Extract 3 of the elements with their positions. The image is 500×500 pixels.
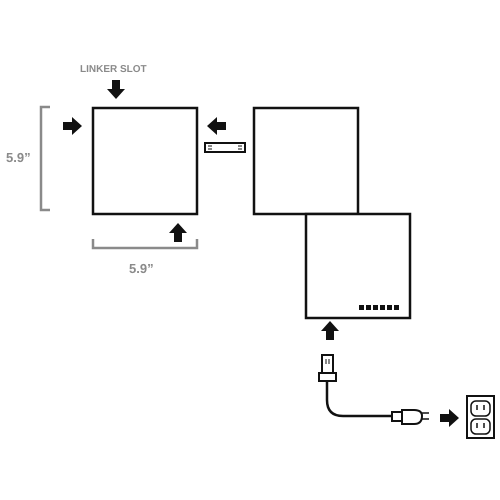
slot-label: LINKER SLOT (80, 65, 147, 75)
dimension-label: 5.9” (129, 262, 154, 275)
dimension-label: 5.9” (6, 151, 31, 164)
